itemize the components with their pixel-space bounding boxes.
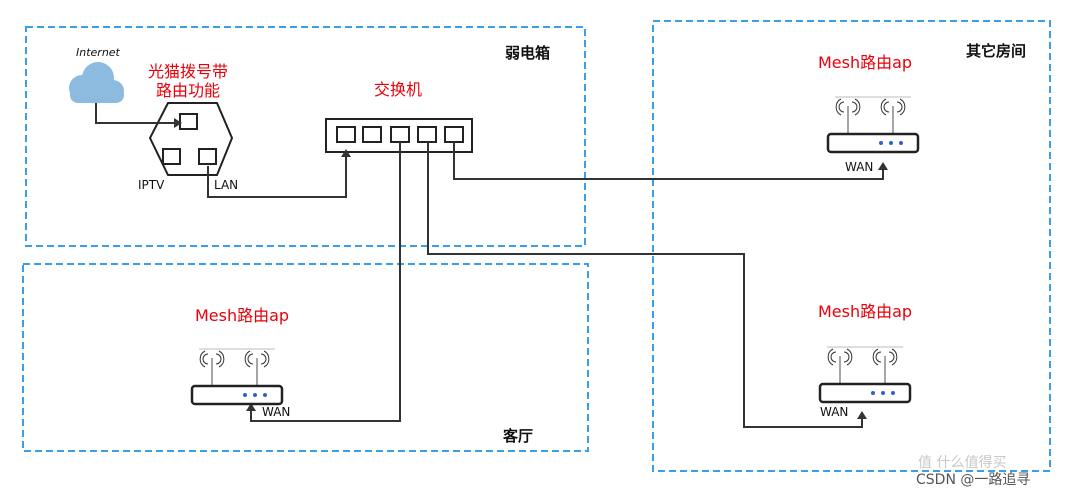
living-room-title: 客厅 xyxy=(502,427,533,445)
cloud-icon xyxy=(69,62,124,103)
router-living-label: Mesh路由ap xyxy=(195,306,289,325)
modem-iptv-port xyxy=(162,148,181,165)
switch-ports xyxy=(336,126,464,143)
modem-title-line1: 光猫拨号带 xyxy=(148,62,228,81)
router-bottom-right-label: Mesh路由ap xyxy=(818,302,912,321)
iptv-label: IPTV xyxy=(138,178,165,192)
weak-box-zone xyxy=(25,26,586,247)
internet-to-modem-line xyxy=(95,103,174,124)
arrowheads xyxy=(174,118,888,419)
connections xyxy=(95,103,884,428)
switch-label: 交换机 xyxy=(374,80,422,99)
router-living xyxy=(190,347,284,406)
switch-to-top-router-line xyxy=(453,142,884,180)
weak-box-title: 弱电箱 xyxy=(505,44,550,62)
router-top-right-wan-label: WAN xyxy=(845,160,873,174)
other-rooms-zone xyxy=(652,20,1051,472)
switch-to-bottom-router-line xyxy=(427,142,863,428)
internet-label: Internet xyxy=(76,46,121,59)
modem-lan-to-switch-line xyxy=(207,151,347,198)
modem-lan-port xyxy=(198,148,217,165)
router-bottom-right-wan-label: WAN xyxy=(820,405,848,419)
router-top-right xyxy=(826,95,920,154)
router-top-right-label: Mesh路由ap xyxy=(818,53,912,72)
modem-wan-port xyxy=(179,113,198,130)
switch-to-living-router-line xyxy=(250,142,401,422)
router-bottom-right xyxy=(818,345,912,404)
watermark-smzdm: 值 什么值得买 xyxy=(918,454,1006,471)
living-room-zone xyxy=(22,263,589,452)
router-living-wan-label: WAN xyxy=(262,405,290,419)
lan-label: LAN xyxy=(214,178,238,192)
modem-title-line2: 路由功能 xyxy=(156,81,220,100)
watermark-csdn: CSDN @一路追寻 xyxy=(916,472,1030,488)
other-rooms-title: 其它房间 xyxy=(966,42,1026,60)
